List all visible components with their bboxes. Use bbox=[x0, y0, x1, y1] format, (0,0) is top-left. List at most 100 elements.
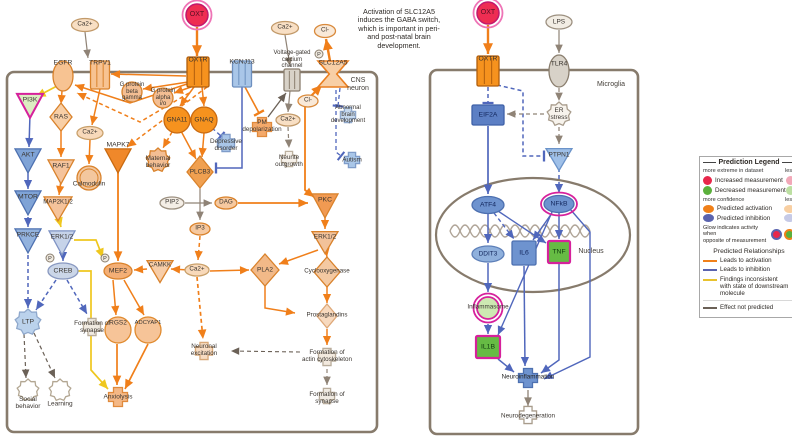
arrowhead bbox=[284, 139, 293, 148]
arrowhead bbox=[98, 379, 108, 389]
legend-more-confidence-label: more confidence bbox=[703, 197, 745, 203]
slc12a5-node[interactable] bbox=[316, 60, 350, 88]
ca-channel-node[interactable] bbox=[275, 113, 301, 127]
ltp-node[interactable] bbox=[14, 308, 42, 336]
oxtr-right-node[interactable] bbox=[476, 55, 500, 87]
ddit3-node[interactable] bbox=[471, 245, 505, 263]
depressive-disorder-node[interactable] bbox=[216, 133, 236, 153]
rgs2-node[interactable] bbox=[104, 316, 132, 344]
neurite-outgrowth-node[interactable] bbox=[280, 150, 298, 168]
edge bbox=[264, 286, 296, 314]
ca-right-node[interactable] bbox=[184, 263, 210, 277]
formation-actin-cytoskeleton-node[interactable] bbox=[317, 347, 337, 367]
gna11-node[interactable] bbox=[163, 106, 191, 134]
inhibition-bar bbox=[332, 104, 344, 108]
autism-node[interactable] bbox=[343, 151, 361, 169]
vgcc-node[interactable] bbox=[283, 68, 301, 92]
abnormal-brain-development-node[interactable] bbox=[339, 106, 357, 124]
adcyap1-node[interactable] bbox=[134, 316, 162, 344]
il6-node[interactable] bbox=[511, 240, 537, 266]
tlr4-node[interactable] bbox=[548, 54, 570, 88]
ca-top-left-node[interactable] bbox=[70, 17, 100, 33]
egfr-node[interactable] bbox=[52, 60, 74, 92]
pip2-node[interactable] bbox=[159, 196, 185, 210]
map2k12-node[interactable] bbox=[42, 196, 74, 223]
arrowhead bbox=[555, 135, 563, 144]
plcb3-node[interactable] bbox=[186, 154, 214, 190]
erk12-mid-node[interactable] bbox=[310, 230, 340, 255]
eif2a-node[interactable] bbox=[471, 104, 505, 126]
mef2-node[interactable] bbox=[103, 262, 133, 280]
formation-synapse-left-node[interactable] bbox=[82, 317, 102, 337]
erk12-left-node[interactable] bbox=[47, 230, 77, 257]
pm-depolarization-node[interactable] bbox=[251, 116, 273, 138]
ca-mid-node[interactable] bbox=[76, 125, 104, 141]
mtor-node[interactable] bbox=[13, 190, 43, 217]
lps-node[interactable] bbox=[545, 14, 573, 30]
creb-node[interactable] bbox=[47, 262, 79, 280]
arrowhead bbox=[197, 329, 207, 339]
er-stress-node[interactable] bbox=[546, 101, 572, 127]
pkc-node[interactable] bbox=[310, 193, 340, 220]
arrowhead bbox=[541, 364, 551, 373]
oxt-left-node[interactable] bbox=[185, 3, 209, 27]
formation-synapse-right-node[interactable] bbox=[318, 387, 336, 405]
arrowhead bbox=[78, 304, 87, 314]
inflammasome-node[interactable] bbox=[476, 296, 500, 320]
inhibition-bar bbox=[253, 109, 265, 117]
pla2-node[interactable] bbox=[250, 253, 280, 287]
arrowhead bbox=[111, 70, 121, 79]
il1b-node[interactable] bbox=[474, 334, 502, 360]
arrowhead bbox=[112, 375, 122, 385]
oxtr-left-node[interactable] bbox=[186, 56, 210, 88]
gnaq-node[interactable] bbox=[190, 106, 218, 134]
ptpn1-node[interactable] bbox=[544, 147, 574, 172]
calmodulin-node[interactable] bbox=[76, 165, 102, 191]
prkce-node[interactable] bbox=[13, 228, 43, 255]
legend-leads-to-inhibition: Leads to inhibition bbox=[703, 266, 792, 273]
pi3k-node[interactable] bbox=[15, 92, 45, 120]
mapk7-node[interactable] bbox=[103, 148, 133, 175]
atf4-node[interactable] bbox=[471, 195, 505, 215]
cyclooxygenase-node[interactable] bbox=[313, 256, 341, 288]
arrowhead bbox=[85, 154, 94, 164]
akt-node[interactable] bbox=[13, 148, 43, 175]
neurodegeneration-node[interactable] bbox=[518, 405, 538, 425]
maternal-behavior-node[interactable] bbox=[145, 147, 171, 173]
legend-title-rule-left bbox=[703, 162, 717, 163]
ca-top-mid-node[interactable] bbox=[270, 20, 300, 36]
dag-node[interactable] bbox=[214, 196, 238, 210]
arrowhead bbox=[48, 368, 55, 378]
raf1-node[interactable] bbox=[46, 159, 76, 186]
arrowhead bbox=[180, 96, 189, 106]
trpv1-node[interactable] bbox=[89, 60, 111, 90]
nfkb-node[interactable] bbox=[543, 194, 575, 214]
neuronal-excitation-node[interactable] bbox=[194, 341, 214, 361]
cl-low-node[interactable] bbox=[297, 94, 319, 108]
arrowhead bbox=[322, 294, 332, 303]
edge bbox=[244, 86, 260, 114]
neuroinflammation-node[interactable] bbox=[517, 367, 539, 389]
ip3-node[interactable] bbox=[189, 222, 211, 236]
tnf-node[interactable] bbox=[546, 239, 572, 265]
edge bbox=[304, 107, 315, 198]
social-behavior-node[interactable] bbox=[16, 378, 40, 402]
camkk-node[interactable] bbox=[145, 259, 175, 284]
relationships-title: Predicted Relationships bbox=[713, 248, 785, 256]
learning-node[interactable] bbox=[48, 378, 72, 402]
cl-top-node[interactable] bbox=[313, 23, 337, 39]
arrowhead bbox=[544, 371, 554, 379]
kcnj13-node[interactable] bbox=[231, 60, 253, 88]
g-protein-alpha-io-node[interactable] bbox=[152, 87, 174, 109]
ras-node[interactable] bbox=[49, 101, 73, 133]
arrowhead bbox=[194, 250, 203, 260]
slc12a5-annotation: Activation of SLC12A5 induces the GABA s… bbox=[357, 7, 441, 50]
arrowhead bbox=[125, 378, 134, 389]
g-protein-beta-gamma-node[interactable] bbox=[121, 81, 143, 103]
prostaglandins-node[interactable] bbox=[316, 302, 338, 330]
arrowhead bbox=[174, 86, 184, 94]
inflammasome-glow bbox=[472, 292, 504, 324]
anxiolysis-node[interactable] bbox=[107, 386, 129, 408]
oxt-right-node[interactable] bbox=[476, 1, 500, 25]
